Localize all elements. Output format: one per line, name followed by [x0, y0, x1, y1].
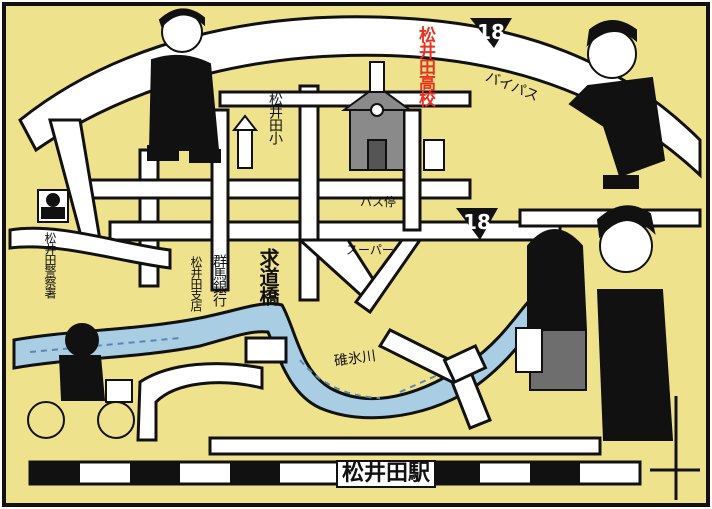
- north-label: N: [650, 396, 672, 426]
- supermarket-label: スーパー: [346, 243, 394, 257]
- gumma-bank-label: 群馬銀行: [211, 254, 227, 306]
- road-center-vertical: [298, 84, 320, 302]
- route-shield-icon: [456, 18, 512, 240]
- roads: [8, 15, 702, 456]
- bus-stop-label: バス停: [360, 195, 397, 209]
- bank-icon: [423, 139, 445, 171]
- elementary-school-label: 松井田小: [267, 92, 283, 144]
- road-south-loop: [136, 362, 264, 442]
- elementary-school-icon: [231, 114, 259, 169]
- route-18-top-number: 18: [477, 20, 505, 44]
- school-name-label: 松井田高校: [415, 26, 435, 106]
- road-diagonal-2: [353, 238, 423, 315]
- east-bridge: [442, 343, 488, 385]
- school-building-icon: [340, 61, 414, 171]
- bank-branch-label: 松井田支店: [189, 256, 203, 311]
- route-18-mid-number: 18: [463, 210, 491, 234]
- road-vertical-3: [402, 108, 422, 232]
- railway: [28, 460, 642, 486]
- kyudo-bridge-label: 求道橋: [256, 248, 280, 305]
- police-box-icon: [37, 189, 69, 223]
- bridges: [244, 336, 488, 385]
- kyudo-bridge: [244, 336, 288, 364]
- road-south-horizontal: [208, 436, 602, 456]
- station-name-label: 松井田駅: [336, 460, 437, 488]
- north-arrow-icon: [650, 396, 700, 500]
- police-station-label: 松井田警察署: [43, 232, 57, 298]
- characters-illustration: [27, 8, 674, 441]
- road-left-curve: [8, 226, 172, 270]
